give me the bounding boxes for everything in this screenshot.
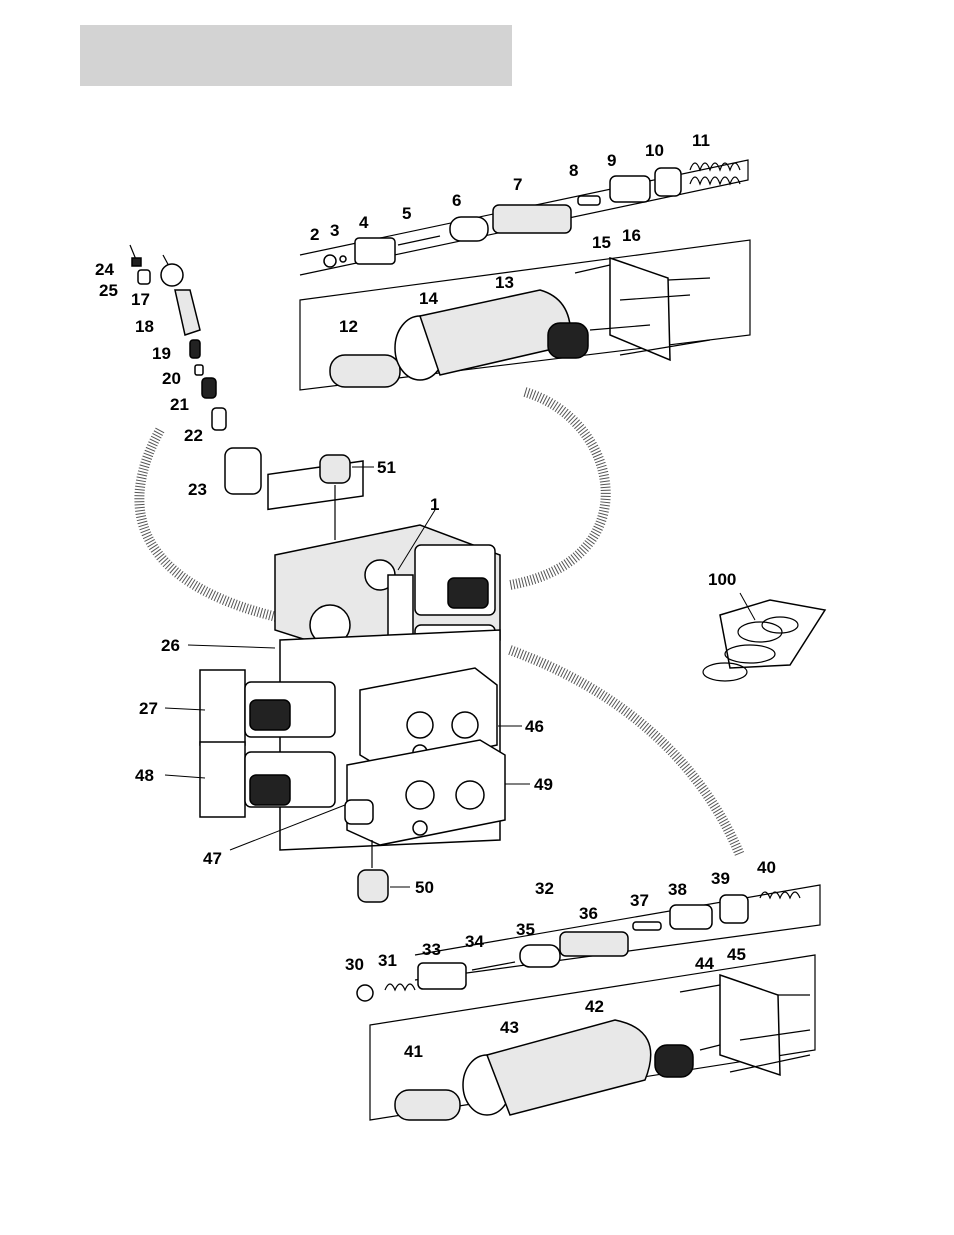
callout-14: 14 xyxy=(419,289,438,308)
callout-27: 27 xyxy=(139,699,158,718)
callout-34: 34 xyxy=(465,932,484,951)
callout-41: 41 xyxy=(404,1042,423,1061)
callout-23: 23 xyxy=(188,480,207,499)
callout-32: 32 xyxy=(535,879,554,898)
callout-3: 3 xyxy=(330,221,339,240)
main-valve-block xyxy=(200,455,505,902)
callout-15: 15 xyxy=(592,233,611,252)
callout-33: 33 xyxy=(422,940,441,959)
callout-46: 46 xyxy=(525,717,544,736)
callout-1: 1 xyxy=(430,495,439,514)
callout-12: 12 xyxy=(339,317,358,336)
callout-48: 48 xyxy=(135,766,154,785)
callout-7: 7 xyxy=(513,175,522,194)
callout-18: 18 xyxy=(135,317,154,336)
callout-20: 20 xyxy=(162,369,181,388)
callout-4: 4 xyxy=(359,213,369,232)
callout-22: 22 xyxy=(184,426,203,445)
callout-17: 17 xyxy=(131,290,150,309)
callout-10: 10 xyxy=(645,141,664,160)
callout-26: 26 xyxy=(161,636,180,655)
callout-13: 13 xyxy=(495,273,514,292)
left-parts-column xyxy=(130,245,261,494)
callout-42: 42 xyxy=(585,997,604,1016)
callout-36: 36 xyxy=(579,904,598,923)
callout-2: 2 xyxy=(310,225,319,244)
callout-38: 38 xyxy=(668,880,687,899)
callout-39: 39 xyxy=(711,869,730,888)
callout-51: 51 xyxy=(377,458,396,477)
callout-44: 44 xyxy=(695,954,714,973)
callout-21: 21 xyxy=(170,395,189,414)
callout-43: 43 xyxy=(500,1018,519,1037)
callout-40: 40 xyxy=(757,858,776,877)
upper-assembly xyxy=(300,160,750,390)
callout-45: 45 xyxy=(727,945,746,964)
callout-11: 11 xyxy=(692,131,710,150)
callout-35: 35 xyxy=(516,920,535,939)
callout-49: 49 xyxy=(534,775,553,794)
callout-31: 31 xyxy=(378,951,397,970)
callout-37: 37 xyxy=(630,891,649,910)
callout-16: 16 xyxy=(622,226,641,245)
callout-6: 6 xyxy=(452,191,461,210)
callout-19: 19 xyxy=(152,344,171,363)
callout-47: 47 xyxy=(203,849,222,868)
callout-8: 8 xyxy=(569,161,578,180)
callout-30: 30 xyxy=(345,955,364,974)
callout-25: 25 xyxy=(99,281,118,300)
callout-100: 100 xyxy=(708,570,736,589)
callout-5: 5 xyxy=(402,204,411,223)
callout-9: 9 xyxy=(607,151,616,170)
seal-kit xyxy=(703,600,825,681)
callout-50: 50 xyxy=(415,878,434,897)
callout-24: 24 xyxy=(95,260,114,279)
